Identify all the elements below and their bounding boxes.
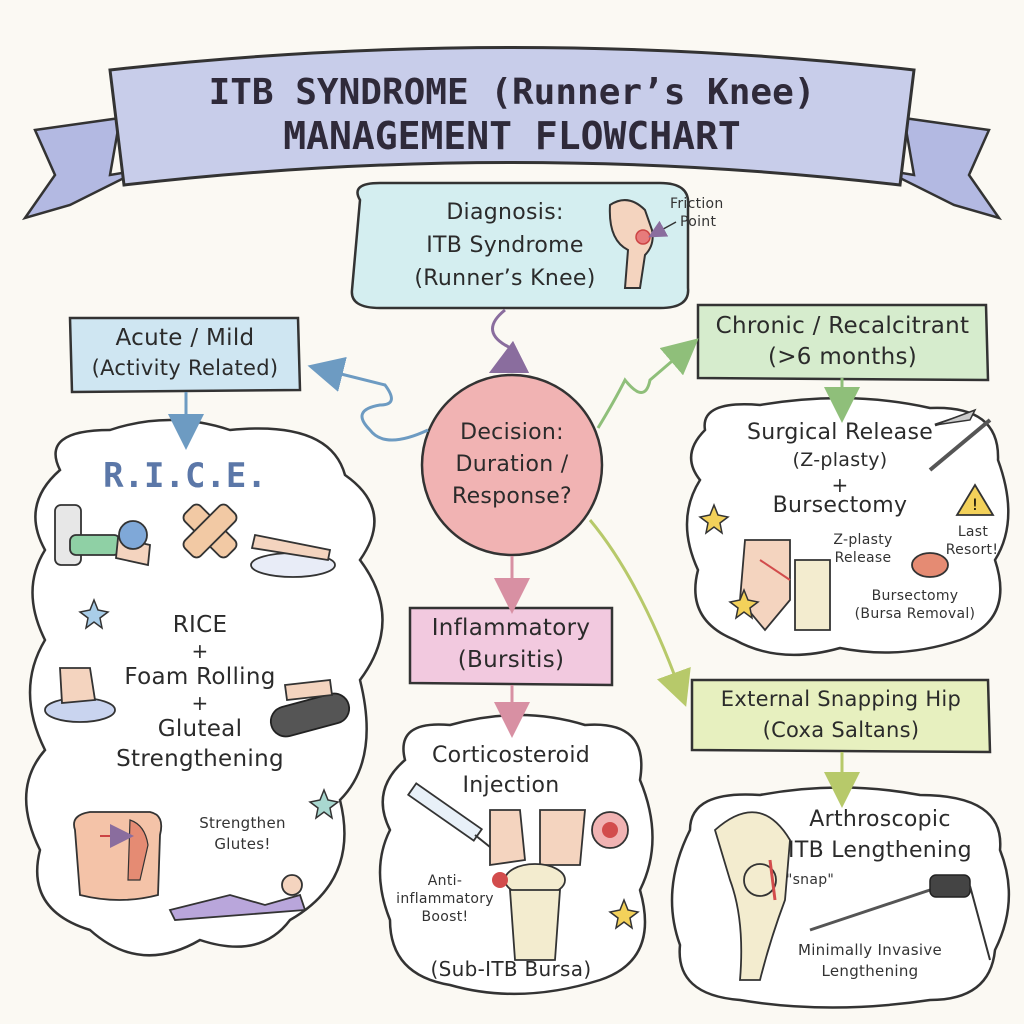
inflammatory-footer: (Sub-ITB Bursa)	[430, 957, 592, 981]
acute-treatment-4: Strengthening	[116, 746, 284, 772]
arrow-diagnosis-decision	[488, 308, 530, 374]
acute-header-box	[68, 316, 302, 394]
inflammatory-note-3: Boost!	[421, 909, 469, 925]
acute-treatment-2: Foam Rolling	[124, 664, 276, 690]
chronic-header-line-1: Chronic / Recalcitrant	[715, 313, 970, 339]
snapping-note-1: Minimally Invasive	[797, 941, 943, 959]
inflammatory-note-2: inflammatory	[396, 891, 494, 907]
title-line-2: MANAGEMENT FLOWCHART	[283, 114, 741, 158]
diagnosis-box	[350, 181, 690, 310]
chronic-treatment-3: Bursectomy	[772, 493, 908, 518]
last-resort-label-1: Last	[957, 524, 989, 540]
diagnosis-line-2: ITB Syndrome	[426, 233, 584, 258]
rice-title: R.I.C.E.	[103, 456, 267, 496]
knee-release-icon	[739, 539, 831, 632]
glutes-note-1: Strengthen	[199, 814, 286, 832]
elevated-leg-icon	[250, 533, 336, 578]
zplasty-label-1: Z-plasty	[833, 532, 893, 548]
arthroscope-icon	[809, 874, 991, 961]
snapping-header-line-2: (Coxa Saltans)	[762, 718, 920, 742]
glutes-note-2: Glutes!	[214, 835, 271, 853]
diagnosis-line-1: Diagnosis:	[446, 200, 564, 225]
knee-joint-icon	[489, 809, 586, 961]
warning-icon: !	[955, 483, 995, 516]
friction-label-2: Point	[680, 214, 717, 230]
decision-node	[420, 373, 604, 557]
svg-text:!: !	[972, 495, 978, 514]
inflammatory-header-line-1: Inflammatory	[431, 615, 591, 641]
arrow-decision-acute	[307, 356, 429, 442]
rest-leg-icon	[54, 504, 151, 567]
acute-treatment-3: Gluteal	[157, 716, 243, 742]
bursectomy-label-2: (Bursa Removal)	[854, 606, 976, 622]
acute-header-line-2: (Activity Related)	[91, 356, 279, 380]
acute-treatment-1: RICE	[172, 612, 228, 638]
acute-plus-1: +	[191, 639, 209, 663]
knee-friction-icon	[608, 199, 677, 289]
title-line-1: ITB SYNDROME (Runner’s Knee)	[208, 72, 816, 113]
last-resort-label-2: Resort!	[945, 542, 999, 558]
hip-bone-icon	[713, 811, 791, 981]
bridge-exercise-icon	[168, 874, 307, 921]
inflammatory-treatment-1: Corticosteroid	[431, 743, 591, 768]
bandage-icon	[182, 503, 238, 559]
acute-plus-2: +	[191, 691, 209, 715]
title-banner	[21, 46, 1003, 221]
acute-header-line-1: Acute / Mild	[115, 325, 255, 351]
arrow-decision-snapping	[588, 519, 691, 707]
snapping-header-line-1: External Snapping Hip	[720, 687, 962, 711]
glutes-icon	[73, 811, 163, 901]
zplasty-label-2: Release	[834, 550, 892, 566]
decision-line-1: Decision:	[460, 420, 564, 445]
inflammatory-header-box	[408, 606, 614, 687]
snapping-header-box	[690, 678, 992, 754]
arrow-decision-chronic	[596, 338, 699, 429]
bursectomy-label-1: Bursectomy	[871, 588, 959, 604]
snap-label: "snap"	[785, 872, 835, 888]
decorative-stars	[78, 502, 760, 930]
diagnosis-line-3: (Runner’s Knee)	[414, 266, 596, 291]
snapping-treatment-2: ITB Lengthening	[788, 838, 972, 863]
foam-roller-icon	[44, 667, 351, 738]
inflammatory-header-line-2: (Bursitis)	[457, 647, 565, 673]
snapping-note-2: Lengthening	[821, 962, 919, 980]
chronic-treatment-1: Surgical Release	[746, 420, 934, 445]
bursa-removal-icon	[911, 552, 949, 578]
snapping-treatment-1: Arthroscopic	[809, 807, 951, 832]
chronic-header-line-2: (>6 months)	[767, 344, 918, 370]
scalpel-icon	[928, 408, 992, 472]
inflammatory-treatment-2: Injection	[462, 773, 560, 798]
decision-line-3: Response?	[451, 484, 573, 509]
friction-label-1: Friction	[670, 196, 724, 212]
chronic-plus: +	[831, 473, 849, 497]
decision-line-2: Duration /	[455, 452, 569, 477]
inflammatory-note-1: Anti-	[427, 873, 463, 889]
bursa-zoom-icon	[591, 811, 629, 849]
chronic-treatment-2: (Z-plasty)	[792, 449, 888, 471]
